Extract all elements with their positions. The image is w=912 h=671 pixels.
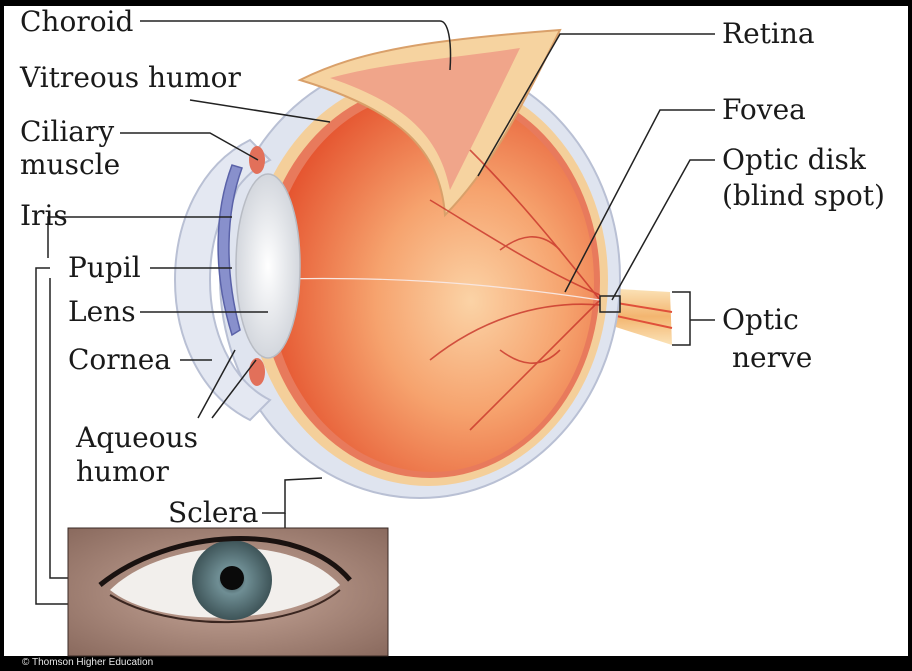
label-ciliary-muscle-line1: Ciliary (20, 116, 114, 148)
label-choroid: Choroid (20, 6, 133, 38)
label-optic-nerve-line2: nerve (732, 342, 812, 374)
label-optic-nerve-line1: Optic (722, 304, 799, 336)
label-aqueous-humor-line2: humor (76, 456, 169, 488)
label-iris: Iris (20, 200, 68, 232)
copyright-credit: © Thomson Higher Education (22, 657, 153, 669)
label-vitreous-humor: Vitreous humor (20, 62, 241, 94)
label-lens: Lens (68, 296, 136, 328)
label-cornea: Cornea (68, 344, 171, 376)
lens-shape (236, 174, 300, 358)
label-ciliary-muscle-line2: muscle (20, 149, 120, 181)
label-retina: Retina (722, 18, 815, 50)
label-optic-disk-line1: Optic disk (722, 144, 866, 176)
label-fovea: Fovea (722, 94, 806, 126)
photo-pupil (220, 566, 244, 590)
label-aqueous-humor-line1: Aqueous (76, 422, 198, 454)
label-optic-disk-line2: (blind spot) (722, 180, 885, 212)
ciliary-muscle-bottom (249, 358, 265, 386)
label-sclera: Sclera (168, 497, 258, 529)
label-pupil: Pupil (68, 252, 141, 284)
